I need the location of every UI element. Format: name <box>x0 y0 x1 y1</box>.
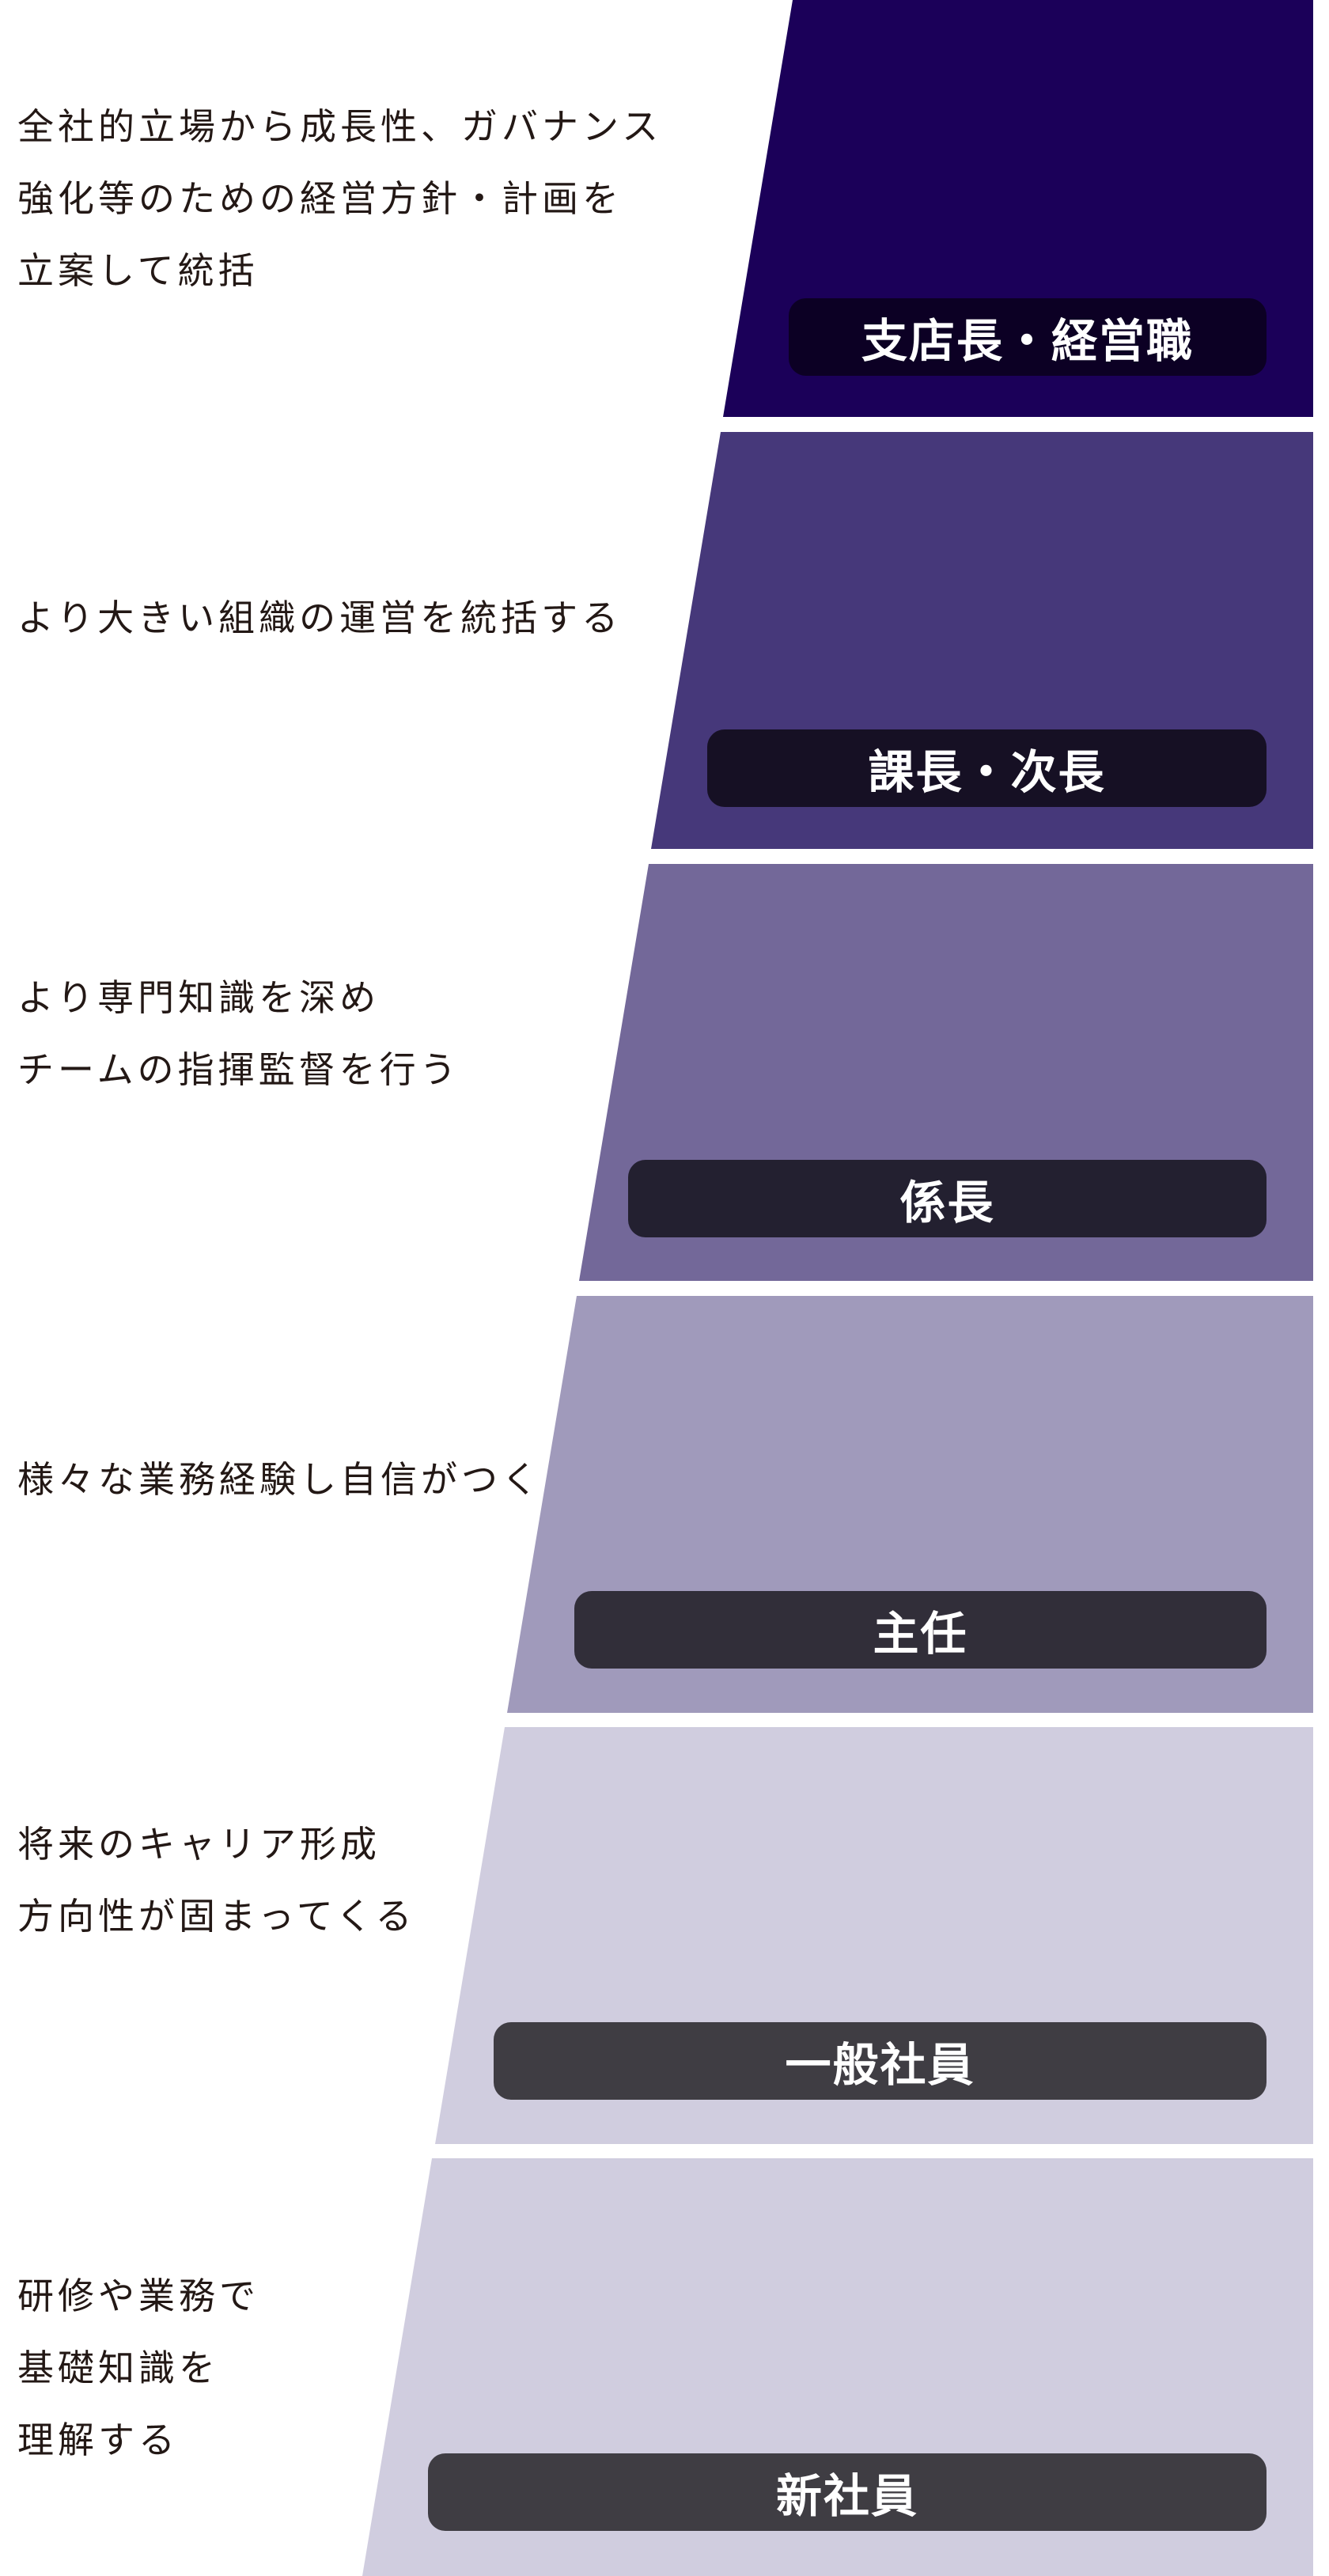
level-title-pill: 新社員 <box>428 2453 1267 2531</box>
description-line: 強化等のための経営方針・計画を <box>17 177 623 220</box>
level-title: 一般社員 <box>785 2038 975 2092</box>
level-band-new-employee: 新社員 <box>0 2158 1329 2576</box>
level-description: より大きい組織の運営を統括する <box>17 582 622 654</box>
description-line: チームの指揮監督を行う <box>17 1048 460 1091</box>
level-band-section-manager: 課長・次長 <box>0 432 1329 849</box>
level-title: 主任 <box>873 1607 968 1661</box>
description-line: 立案して統括 <box>17 249 259 292</box>
level-title-pill: 支店長・経営職 <box>789 298 1267 376</box>
description-line: 将来のキャリア形成 <box>17 1823 381 1866</box>
level-title: 新社員 <box>775 2469 918 2523</box>
description-line: より専門知識を深め <box>17 976 381 1019</box>
level-description: 様々な業務経験し自信がつく <box>17 1444 542 1516</box>
description-line: より大きい組織の運営を統括する <box>17 597 623 639</box>
level-description: 研修や業務で 基礎知識を 理解する <box>17 2260 259 2476</box>
description-line: 理解する <box>17 2419 179 2461</box>
level-title-pill: 係長 <box>628 1160 1267 1237</box>
description-line: 研修や業務で <box>17 2275 259 2317</box>
level-band-general-staff: 一般社員 <box>0 1727 1329 2144</box>
description-line: 全社的立場から成長性、ガバナンス <box>17 105 663 148</box>
level-band-branch-manager: 支店長・経営職 <box>0 0 1329 417</box>
description-line: 方向性が固まってくる <box>17 1895 416 1938</box>
description-line: 基礎知識を <box>17 2347 219 2389</box>
level-description: 将来のキャリア形成 方向性が固まってくる <box>17 1809 416 1953</box>
level-title-pill: 主任 <box>574 1591 1267 1669</box>
level-title-pill: 課長・次長 <box>707 729 1267 807</box>
description-line: 様々な業務経験し自信がつく <box>17 1458 542 1501</box>
level-title: 課長・次長 <box>868 745 1106 799</box>
level-band-chief: 係長 <box>0 864 1329 1281</box>
level-title-pill: 一般社員 <box>494 2022 1267 2100</box>
level-title: 係長 <box>899 1176 995 1229</box>
level-band-senior-staff: 主任 <box>0 1296 1329 1713</box>
level-title: 支店長・経営職 <box>861 314 1194 368</box>
level-description: 全社的立場から成長性、ガバナンス 強化等のための経営方針・計画を 立案して統括 <box>17 91 662 307</box>
level-description: より専門知識を深め チームの指揮監督を行う <box>17 962 460 1106</box>
